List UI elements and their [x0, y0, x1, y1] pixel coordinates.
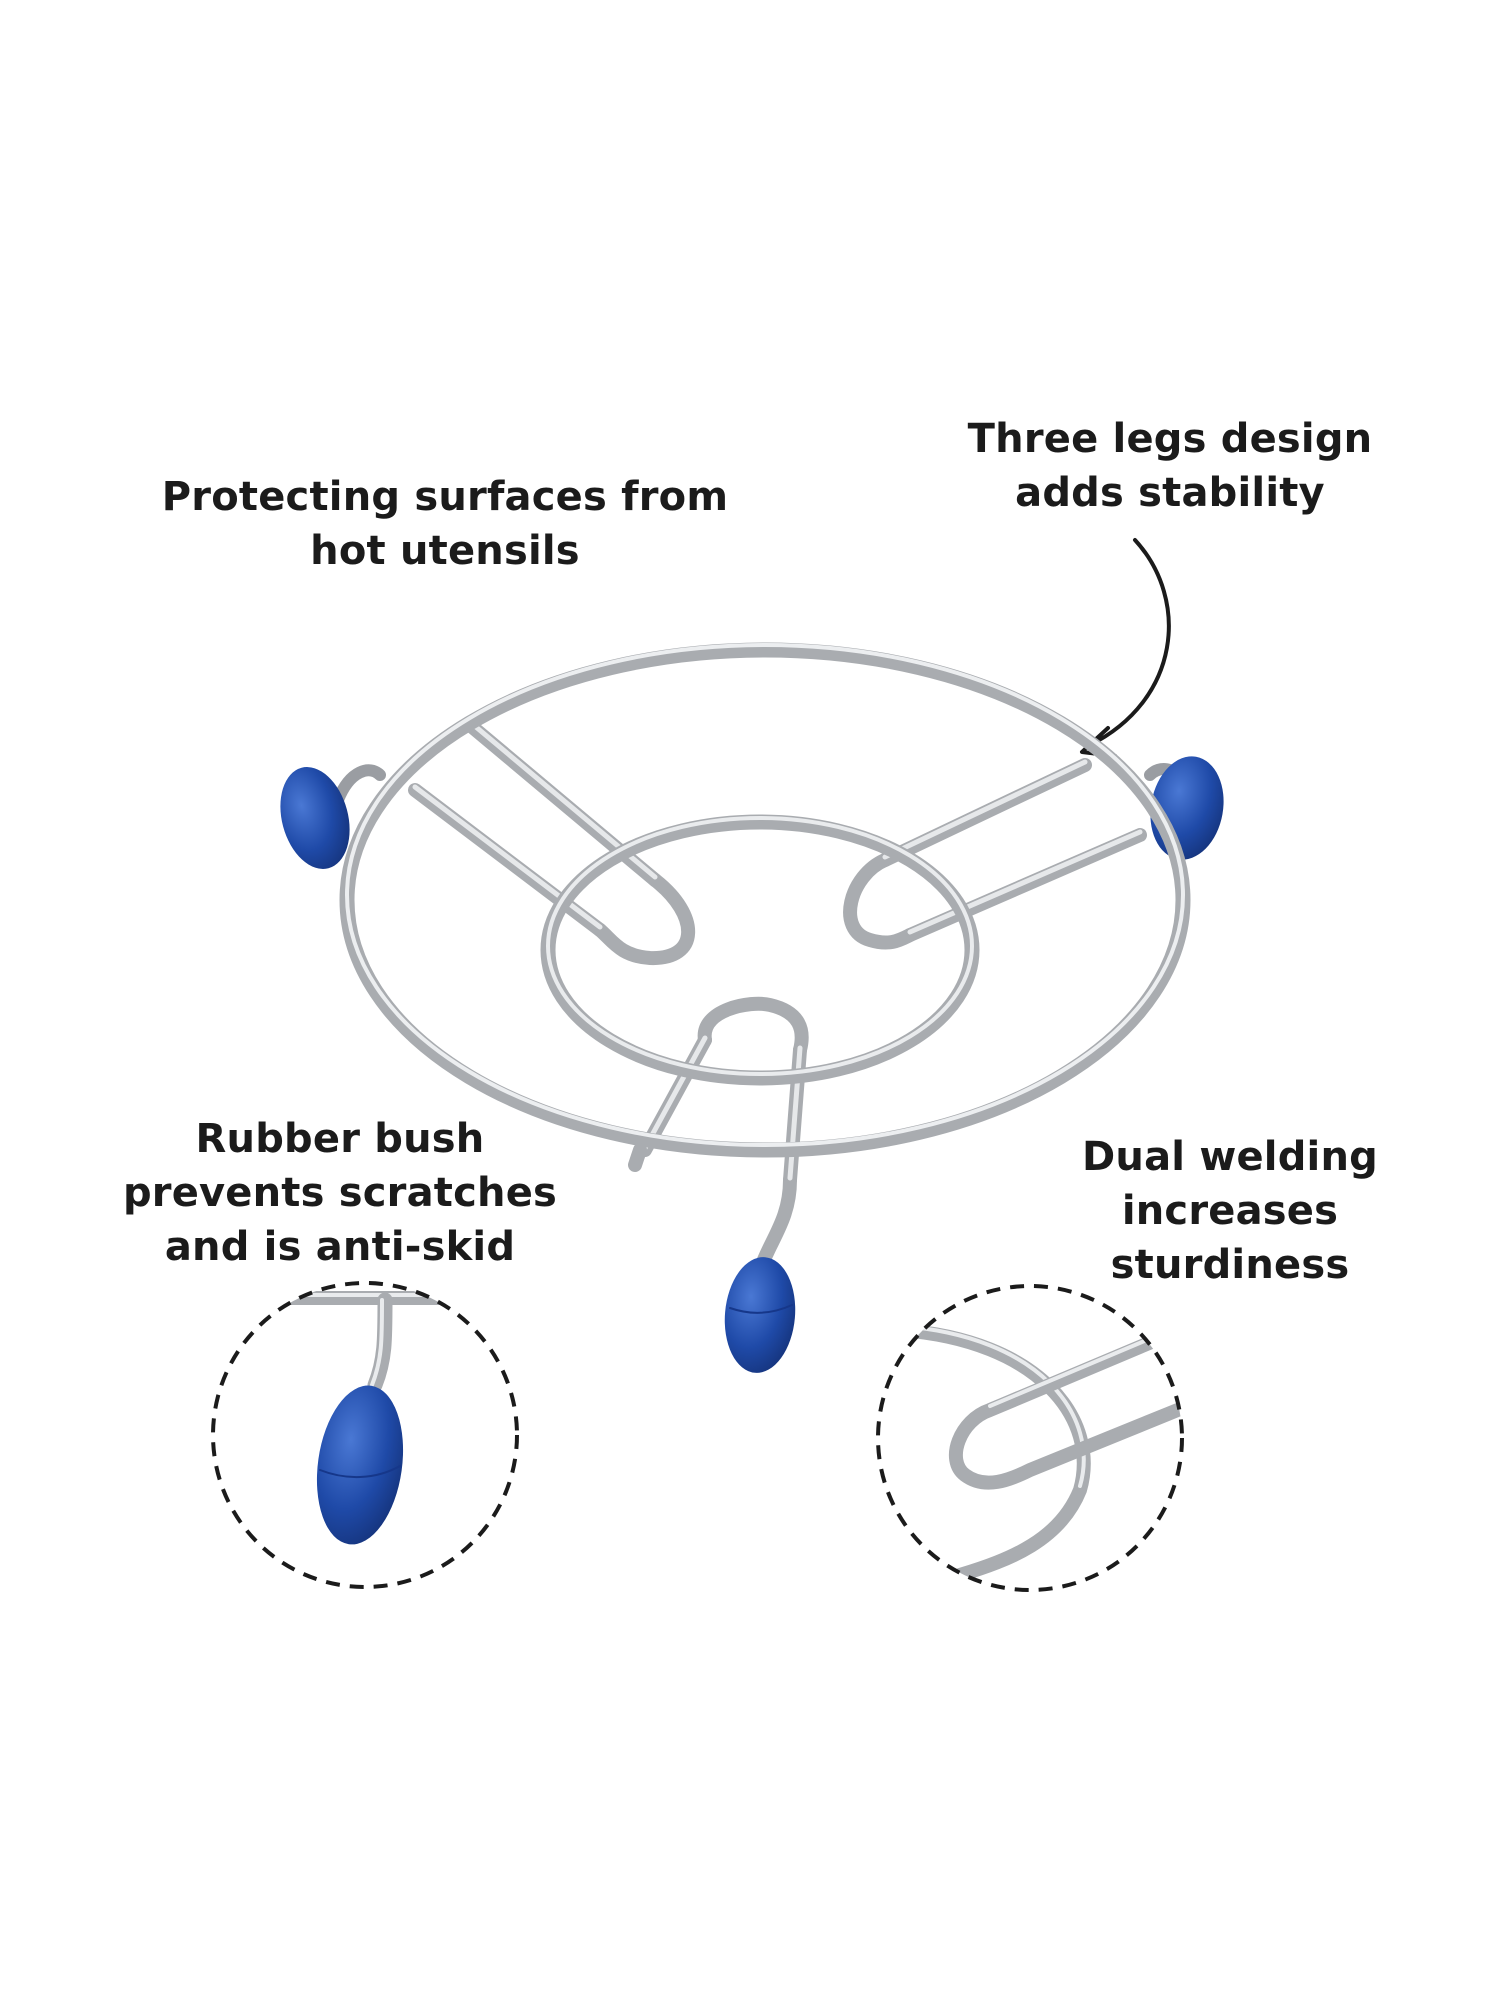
callout-line: hot utensils	[310, 528, 580, 574]
rubber-foot-back-left-icon	[280, 764, 386, 869]
weld-joint-detail-icon	[876, 1284, 1184, 1592]
callout-protecting-surfaces: Protecting surfaces from hot utensils	[120, 470, 770, 578]
callout-line: sturdiness	[1110, 1242, 1350, 1288]
callout-line: Dual welding	[1082, 1134, 1378, 1180]
callout-line: Rubber bush	[195, 1116, 485, 1162]
callout-dual-welding: Dual welding increases sturdiness	[1020, 1130, 1440, 1292]
callout-line: increases	[1121, 1188, 1339, 1234]
steel-trivet-illustration	[280, 642, 1224, 1373]
callout-rubber-bush: Rubber bush prevents scratches and is an…	[90, 1112, 590, 1274]
callout-line: prevents scratches	[122, 1170, 558, 1216]
rubber-foot-front-icon	[724, 1257, 796, 1373]
curved-arrow-icon	[1080, 538, 1171, 758]
callout-three-legs: Three legs design adds stability	[910, 412, 1430, 520]
callout-line: adds stability	[1015, 470, 1325, 516]
callout-line: and is anti-skid	[164, 1224, 516, 1270]
rubber-foot-detail-icon	[211, 1281, 519, 1589]
callout-line: Protecting surfaces from	[161, 474, 729, 520]
callout-line: Three legs design	[967, 416, 1373, 462]
